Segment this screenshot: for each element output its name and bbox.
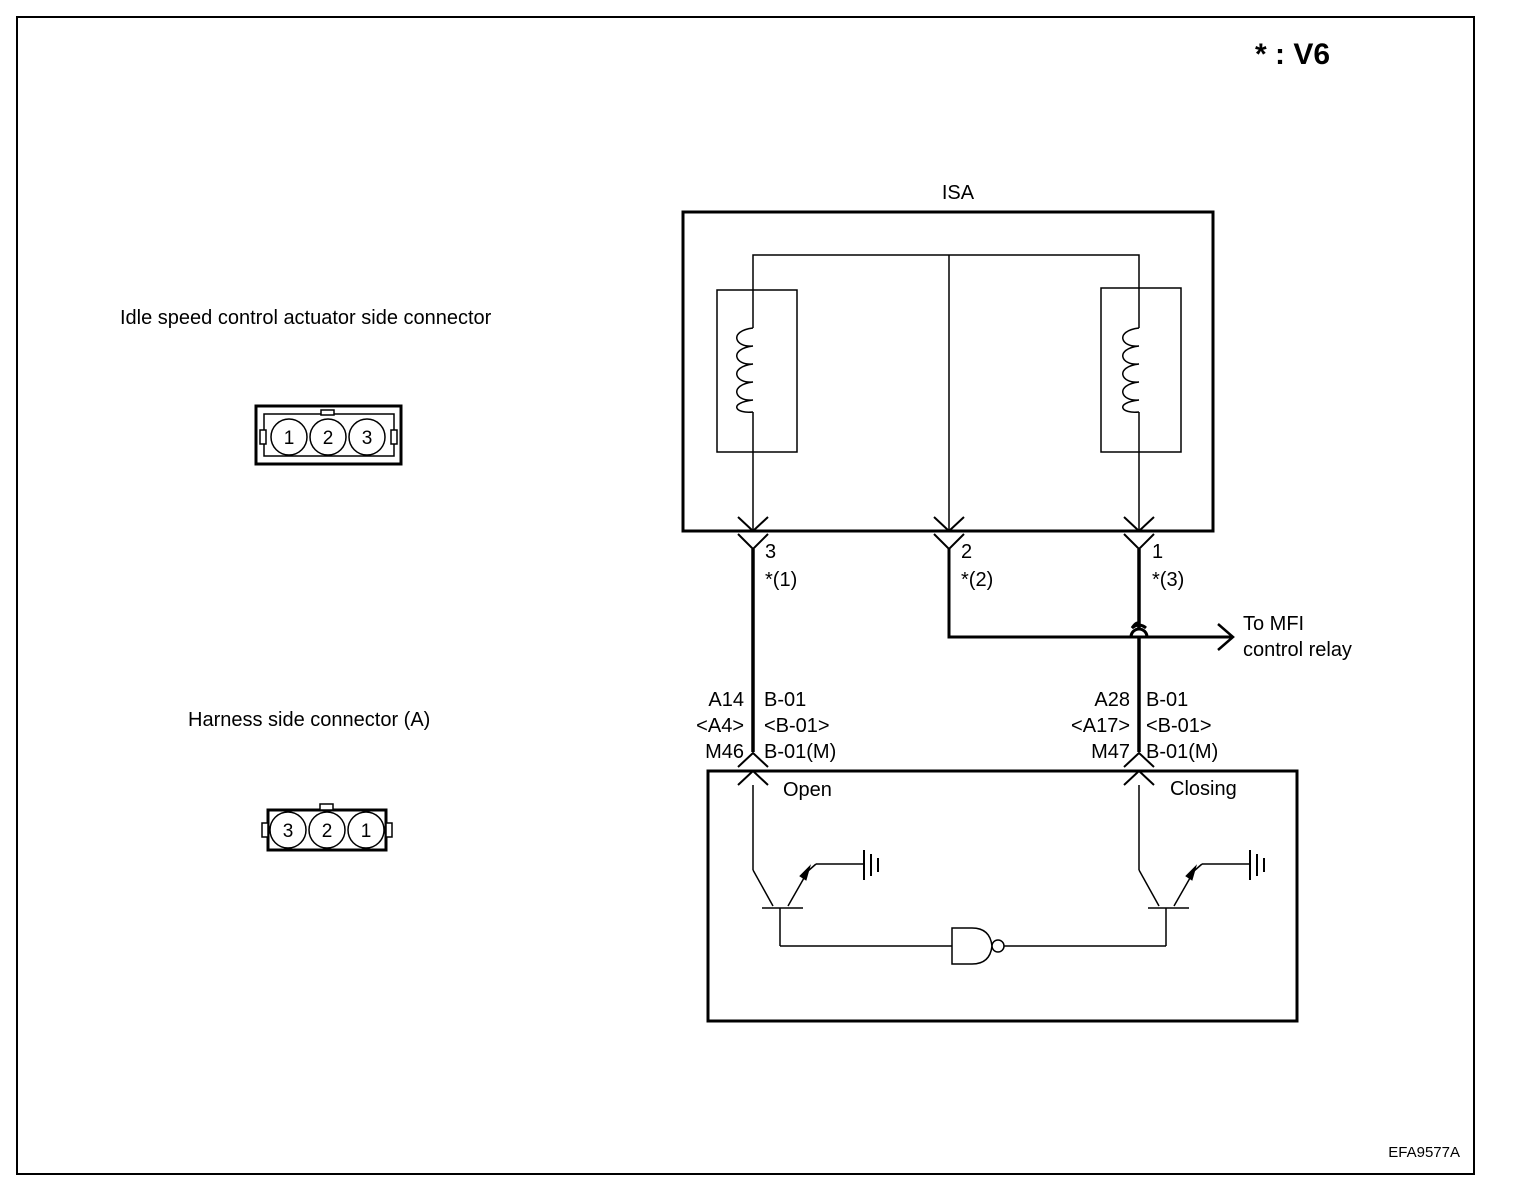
isa-pin-right-v6: *(3): [1152, 569, 1184, 591]
ecm-right-b3: B-01(M): [1146, 741, 1218, 763]
mfi-arrow: [1217, 623, 1235, 651]
isa-pin-left-number: 3: [765, 541, 776, 563]
isa-title: ISA: [942, 182, 975, 204]
harness-pin-2: 2: [322, 821, 333, 842]
ecm-left-b2: <B-01>: [764, 715, 830, 737]
actuator-pin-2: 2: [323, 428, 334, 449]
isa-box: [681, 210, 1215, 533]
ecm-closing-label: Closing: [1170, 778, 1237, 800]
closing-transistor: [1138, 785, 1250, 946]
actuator-side-connector: 1 2 3: [254, 404, 403, 466]
ecm-left-a3: M46: [705, 741, 744, 763]
actuator-connector-label: Idle speed control actuator side connect…: [120, 307, 492, 329]
open-ground-icon: [863, 850, 879, 880]
ecm-right-b1: B-01: [1146, 689, 1188, 711]
mfi-crossover-hop: [1129, 627, 1149, 638]
isa-left-coil: [716, 289, 798, 453]
closing-ground-icon: [1249, 850, 1265, 880]
variant-note: * : V6: [1255, 38, 1330, 71]
isa-pin-middle-number: 2: [961, 541, 972, 563]
isa-right-coil: [1100, 287, 1182, 453]
ecm-open-label: Open: [783, 779, 832, 801]
figure-code: EFA9577A: [1388, 1144, 1460, 1161]
ecm-box: [706, 769, 1299, 1023]
wire-closing-crossover: [1130, 621, 1147, 630]
harness-pin-3: 3: [283, 821, 294, 842]
mfi-label-line1: To MFI: [1243, 613, 1304, 635]
ecm-left-b1: B-01: [764, 689, 806, 711]
mfi-label-line2: control relay: [1243, 639, 1352, 661]
inverter-gate-icon: [951, 927, 1005, 965]
ecm-right-a1: A28: [1094, 689, 1130, 711]
ecm-left-a2: <A4>: [696, 715, 744, 737]
isa-pin-middle-v6: *(2): [961, 569, 993, 591]
actuator-pin-1: 1: [284, 428, 295, 449]
ecm-right-b2: <B-01>: [1146, 715, 1212, 737]
open-transistor: [752, 785, 864, 946]
wire-mfi-relay: [947, 549, 1231, 639]
isa-pin-right-number: 1: [1152, 541, 1163, 563]
isa-pin-left-v6: *(1): [765, 569, 797, 591]
diagram-frame: [16, 16, 1475, 1175]
ecm-left-a1: A14: [708, 689, 744, 711]
ecm-right-a3: M47: [1091, 741, 1130, 763]
ecm-left-b3: B-01(M): [764, 741, 836, 763]
actuator-pin-3: 3: [362, 428, 373, 449]
ecm-right-a2: <A17>: [1071, 715, 1130, 737]
harness-side-connector: 3 2 1: [261, 803, 393, 852]
harness-connector-label: Harness side connector (A): [188, 709, 430, 731]
harness-pin-1: 1: [361, 821, 372, 842]
